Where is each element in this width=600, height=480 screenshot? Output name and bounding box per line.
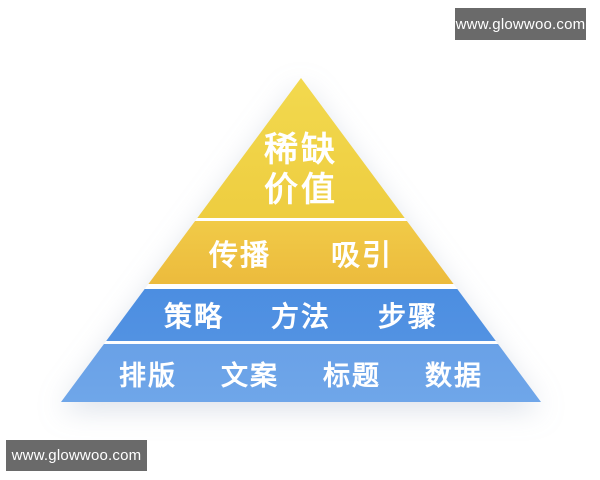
pyramid-level-2-band bbox=[61, 221, 541, 284]
watermark-top-right: www.glowwoo.com bbox=[455, 8, 586, 40]
pyramid-level-4-band bbox=[61, 344, 541, 402]
watermark-bottom-left: www.glowwoo.com bbox=[6, 440, 147, 471]
pyramid-level-3-band bbox=[61, 289, 541, 341]
pyramid-level-1-band bbox=[61, 78, 541, 218]
pyramid-diagram: 稀缺 价值 传播 吸引 策略 方法 步骤 排版 文案 标题 数据 bbox=[61, 78, 541, 402]
level-separator-3 bbox=[61, 341, 541, 344]
level-separator-1 bbox=[61, 218, 541, 221]
pyramid-shape: 稀缺 价值 传播 吸引 策略 方法 步骤 排版 文案 标题 数据 bbox=[61, 78, 541, 402]
level-separator-2 bbox=[61, 284, 541, 289]
